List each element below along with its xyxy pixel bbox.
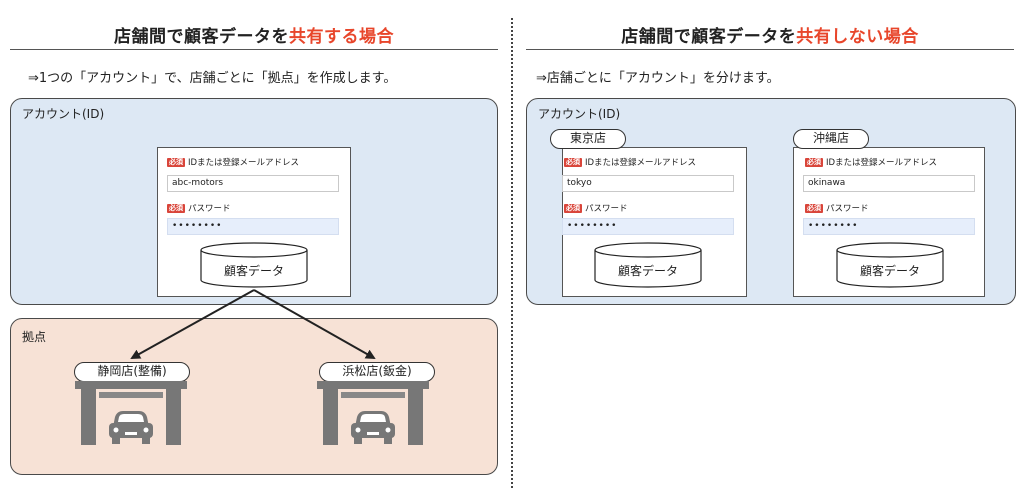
tokyo-id-label: IDまたは登録メールアドレス — [585, 158, 697, 168]
left-base-label: 拠点 — [22, 330, 47, 344]
required-badge: 必須 — [564, 203, 582, 213]
left-pw-input[interactable]: •••••••• — [167, 218, 339, 235]
right-heading-highlight: 共有しない場合 — [796, 27, 919, 47]
tokyo-database-label: 顧客データ — [617, 264, 678, 278]
required-badge: 必須 — [805, 157, 823, 167]
right-heading-rule — [526, 49, 1014, 50]
left-heading-text: 店舗間で顧客データを — [114, 27, 289, 47]
required-badge: 必須 — [805, 203, 823, 213]
center-divider — [511, 18, 513, 488]
right-account-label: アカウント(ID) — [538, 107, 621, 121]
garage-icon — [75, 381, 187, 445]
store-label-tokyo: 東京店 — [550, 129, 626, 149]
okinawa-pw-label: パスワード — [826, 204, 869, 214]
okinawa-id-input[interactable]: okinawa — [803, 175, 975, 192]
arrow-to-store-1 — [130, 289, 255, 359]
required-badge: 必須 — [167, 157, 185, 167]
left-id-label: IDまたは登録メールアドレス — [188, 158, 300, 168]
tokyo-id-input[interactable]: tokyo — [562, 175, 734, 192]
tokyo-pw-input[interactable]: •••••••• — [562, 218, 734, 235]
okinawa-id-label-row: 必須 IDまたは登録メールアドレス — [805, 156, 937, 168]
left-description: ⇒1つの「アカウント」で、店舗ごとに「拠点」を作成します。 — [28, 71, 397, 86]
tokyo-id-label-row: 必須 IDまたは登録メールアドレス — [564, 156, 696, 168]
tokyo-pw-label: パスワード — [585, 204, 628, 214]
tokyo-database-icon — [594, 242, 702, 288]
left-heading-rule — [10, 49, 498, 50]
required-badge: 必須 — [167, 203, 185, 213]
right-heading-text: 店舗間で顧客データを — [621, 27, 797, 47]
store-label-okinawa: 沖縄店 — [793, 129, 869, 149]
left-id-input[interactable]: abc-motors — [167, 175, 339, 192]
left-database-icon — [200, 242, 308, 288]
left-pw-label: パスワード — [188, 204, 231, 214]
left-database-label: 顧客データ — [223, 264, 284, 278]
left-pw-label-row: 必須 パスワード — [167, 202, 231, 214]
tokyo-pw-label-row: 必須 パスワード — [564, 202, 628, 214]
garage-icon — [317, 381, 429, 445]
right-heading: 店舗間で顧客データを共有しない場合 — [526, 22, 1014, 47]
right-description: ⇒店舗ごとに「アカウント」を分けます。 — [536, 71, 780, 86]
okinawa-database-icon — [836, 242, 944, 288]
left-id-label-row: 必須 IDまたは登録メールアドレス — [167, 156, 299, 168]
store-label-hamamatsu: 浜松店(鈑金) — [319, 362, 435, 382]
required-badge: 必須 — [564, 157, 582, 167]
store-label-shizuoka: 静岡店(整備) — [74, 362, 190, 382]
okinawa-pw-label-row: 必須 パスワード — [805, 202, 869, 214]
okinawa-database-label: 顧客データ — [859, 264, 920, 278]
arrow-to-store-2 — [253, 289, 376, 359]
left-heading: 店舗間で顧客データを共有する場合 — [10, 22, 498, 47]
left-heading-highlight: 共有する場合 — [289, 27, 394, 47]
left-account-label: アカウント(ID) — [22, 107, 105, 121]
okinawa-id-label: IDまたは登録メールアドレス — [826, 158, 938, 168]
okinawa-pw-input[interactable]: •••••••• — [803, 218, 975, 235]
